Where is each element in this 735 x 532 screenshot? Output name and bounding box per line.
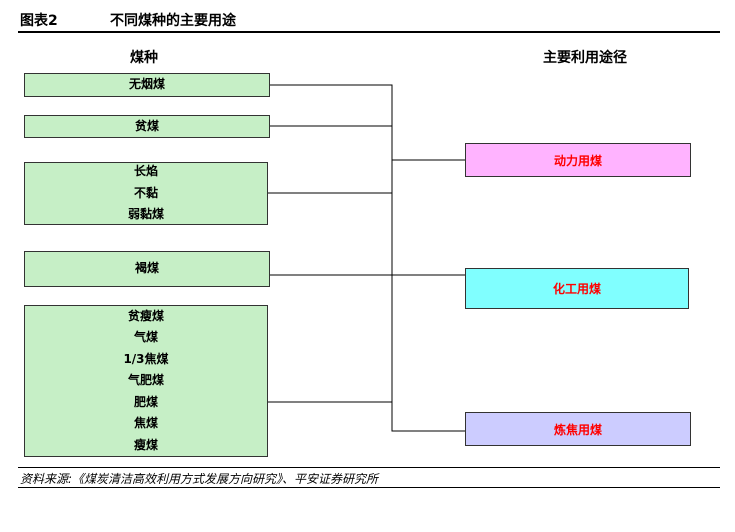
connector-anthracite: [270, 84, 393, 160]
coal-box-anthracite: 无烟煤: [24, 73, 270, 97]
coal-box-lignite: 褐煤: [24, 251, 270, 287]
footer-rule-top: [18, 467, 720, 468]
coal-box-long-flame-group: 长焰 不黏 弱黏煤: [24, 162, 268, 225]
coal-name: 肥煤: [133, 394, 158, 409]
coal-name: 褐煤: [134, 261, 159, 276]
footer-rule-bottom: [18, 487, 720, 488]
use-box-coking-coal: 炼焦用煤: [465, 412, 691, 446]
use-box-chemical-coal: 化工用煤: [465, 268, 689, 309]
coal-name: 气肥煤: [127, 373, 164, 388]
figure-label: 图表2: [20, 13, 58, 29]
coal-name: 1/3焦煤: [123, 351, 169, 366]
coal-box-coking-group: 贫瘦煤 气煤 1/3焦煤 气肥煤 肥煤 焦煤 瘦煤: [24, 305, 268, 457]
coal-name: 贫瘦煤: [127, 308, 164, 323]
coal-name: 不黏: [133, 185, 158, 200]
use-box-power-coal: 动力用煤: [465, 143, 691, 177]
coal-column-heading: 煤种: [130, 50, 158, 66]
coal-name: 气煤: [133, 330, 158, 345]
coal-name: 瘦煤: [133, 437, 158, 452]
coal-name: 焦煤: [133, 416, 158, 431]
connector-coking-group: [268, 275, 393, 403]
coal-box-lean-coal: 贫煤: [24, 115, 270, 138]
header-rule: [18, 31, 720, 33]
connector-to-coking: [391, 275, 465, 432]
coal-name: 弱黏煤: [127, 207, 164, 222]
use-column-heading: 主要利用途径: [543, 50, 627, 66]
coal-name: 长焰: [133, 164, 158, 179]
coal-name: 无烟煤: [128, 77, 165, 92]
coal-name: 贫煤: [134, 118, 159, 133]
figure-header: 图表2 不同煤种的主要用途: [18, 6, 720, 30]
figure-title: 不同煤种的主要用途: [110, 13, 236, 29]
source-note: 资料来源:《煤炭清洁高效利用方式发展方向研究》、平安证券研究所: [20, 472, 379, 486]
connector-lignite: [270, 160, 393, 276]
